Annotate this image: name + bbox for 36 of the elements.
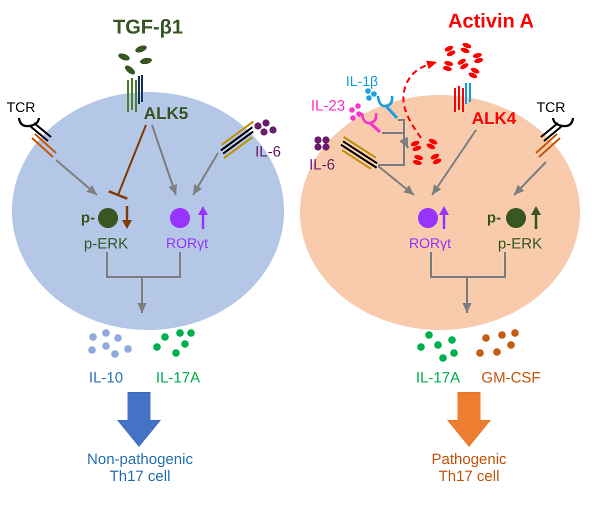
dashed-arrow (402, 60, 438, 139)
cytokine-label: IL-17A (416, 369, 460, 387)
cytokine-label: GM-CSF (481, 369, 541, 387)
protein-label: p-ERK (498, 235, 542, 253)
cytokine-label: IL-1β (346, 72, 378, 90)
receptor-label: TCR (536, 98, 566, 116)
arrow (377, 165, 415, 196)
arrow (513, 161, 547, 196)
receptor-label: TCR (6, 98, 36, 116)
protein-label: RORγt (166, 234, 208, 252)
block-arrow (447, 392, 491, 447)
arrow (462, 252, 506, 313)
cytokine-label: IL-23 (310, 97, 346, 115)
protein-label: RORγt (409, 234, 451, 252)
phospho-label: p- (486, 209, 502, 227)
receptor-label: ALK5 (144, 104, 188, 124)
arrow (138, 252, 181, 313)
arrow (192, 152, 219, 196)
receptor-label: ALK4 (472, 109, 516, 129)
arrow (382, 132, 409, 148)
arrow (431, 129, 477, 196)
phospho-label: p- (80, 209, 96, 227)
cell-type-label: Non-pathogenic Th17 cell (86, 450, 194, 486)
ligand-label: Activin A (448, 10, 534, 34)
protein-label: p-ERK (84, 235, 128, 253)
block-arrow (117, 392, 161, 447)
cell-type-label: Pathogenic Th17 cell (430, 450, 508, 486)
cytokine-label: IL-6 (309, 156, 335, 174)
cytokine-label: IL-17A (156, 369, 200, 387)
arrow (378, 137, 409, 166)
cytokine-label: IL-10 (88, 369, 124, 387)
arrow (151, 124, 178, 196)
cytokine-label: IL-6 (255, 143, 281, 161)
ligand-label: TGF-β1 (113, 16, 183, 40)
inhibition-line (107, 124, 147, 200)
arrow (55, 159, 98, 196)
